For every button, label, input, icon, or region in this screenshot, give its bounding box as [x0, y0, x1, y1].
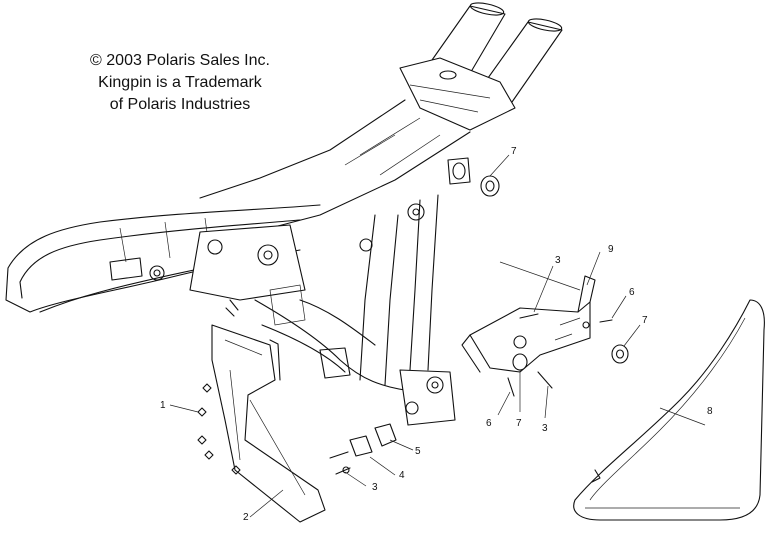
trademark-line: Kingpin is a Trademark	[98, 74, 262, 91]
backbone-lower	[254, 131, 471, 233]
upper-mount-boss	[447, 157, 471, 185]
callout-6b: 6	[486, 418, 492, 429]
backbone-upper	[199, 99, 406, 199]
side-cover-lower	[197, 324, 326, 523]
callout-1: 1	[160, 400, 166, 411]
frame-assembly	[5, 2, 563, 426]
rear-rail-upper	[5, 204, 321, 313]
grommet-right	[611, 344, 629, 364]
callout-5: 5	[415, 446, 421, 457]
engine-mount-bracket	[399, 369, 456, 426]
latch-block	[374, 423, 397, 447]
callout-6a: 6	[629, 287, 635, 298]
copyright-notice: © 2003 Polaris Sales Inc. Kingpin is a T…	[60, 50, 300, 116]
pivot-gusset	[189, 224, 306, 301]
grommet-lower	[512, 353, 528, 371]
callout-2: 2	[243, 512, 249, 523]
bolt-6-right	[599, 319, 613, 323]
callout-7a: 7	[511, 146, 517, 157]
callout-4: 4	[399, 470, 405, 481]
callout-9: 9	[608, 244, 614, 255]
callout-3b: 3	[542, 423, 548, 434]
screw-3-upper	[519, 313, 539, 319]
pivot-bolt-hole	[257, 244, 279, 266]
side-panel	[573, 299, 765, 521]
trademark-owner-line: of Polaris Industries	[109, 96, 251, 113]
bolt-6-lower	[507, 377, 515, 397]
mounting-bracket	[461, 261, 596, 373]
callout-3a: 3	[555, 255, 561, 266]
grommet-upper	[480, 154, 510, 197]
callout-7b: 7	[642, 315, 648, 326]
small-fasteners	[329, 423, 397, 475]
lower-cradle	[254, 299, 421, 393]
clip-bracket	[349, 435, 373, 457]
fork-tube-right	[477, 21, 563, 103]
callout-3c: 3	[372, 482, 378, 493]
callout-7c: 7	[516, 418, 522, 429]
callout-8: 8	[707, 406, 713, 417]
screw-3-lower	[537, 371, 553, 389]
copyright-line: © 2003 Polaris Sales Inc.	[90, 52, 270, 69]
steering-head	[399, 57, 516, 131]
fork-tube-left	[424, 5, 506, 83]
bracket-hole	[513, 335, 527, 349]
